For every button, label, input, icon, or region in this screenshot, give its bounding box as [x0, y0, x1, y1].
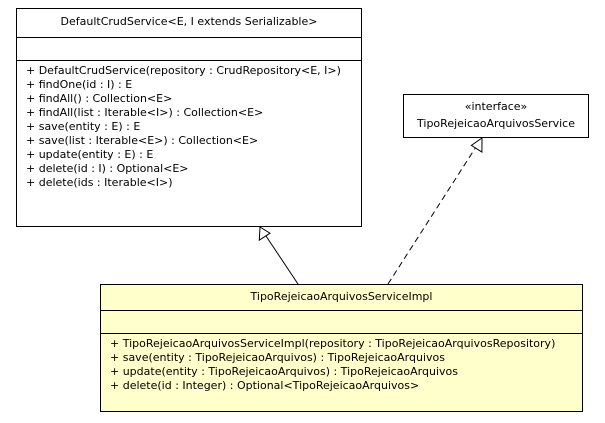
default-crud-service-class: DefaultCrudService<E, I extends Serializ…	[16, 8, 362, 227]
attributes-compartment	[17, 37, 361, 60]
generalization-arrowhead	[258, 226, 271, 242]
tipo-rejeicao-arquivos-service-impl-class: TipoRejeicaoArquivosServiceImpl + TipoRe…	[100, 284, 583, 412]
operation: + findAll() : Collection<E>	[26, 92, 173, 105]
interface-name: TipoRejeicaoArquivosService	[417, 117, 575, 130]
generalization-line	[265, 235, 299, 285]
attributes-compartment	[101, 310, 582, 333]
operations-compartment: + DefaultCrudService(repository : CrudRe…	[17, 60, 361, 190]
operation: + save(entity : TipoRejeicaoArquivos) : …	[110, 351, 445, 364]
operation: + update(entity : TipoRejeicaoArquivos) …	[110, 365, 458, 378]
operation: + save(entity : E) : E	[26, 120, 141, 133]
operations-compartment: + TipoRejeicaoArquivosServiceImpl(reposi…	[101, 333, 582, 393]
operation: + findAll(list : Iterable<I>) : Collecti…	[26, 106, 264, 119]
realization-line	[387, 146, 477, 285]
realization-arrowhead	[470, 137, 483, 154]
operation: + delete(id : I) : Optional<E>	[26, 162, 189, 175]
operation: + findOne(id : I) : E	[26, 78, 133, 91]
operation: + save(list : Iterable<E>) : Collection<…	[26, 134, 259, 147]
operation: + delete(id : Integer) : Optional<TipoRe…	[110, 379, 420, 392]
stereotype-label: «interface»	[464, 100, 528, 113]
operation: + DefaultCrudService(repository : CrudRe…	[26, 64, 341, 77]
operation: + TipoRejeicaoArquivosServiceImpl(reposi…	[110, 337, 556, 350]
operation: + delete(ids : Iterable<I>)	[26, 176, 173, 189]
operation: + update(entity : E) : E	[26, 148, 154, 161]
tipo-rejeicao-arquivos-service-interface: «interface» TipoRejeicaoArquivosService	[403, 94, 589, 138]
class-name: DefaultCrudService<E, I extends Serializ…	[60, 15, 318, 28]
class-name: TipoRejeicaoArquivosServiceImpl	[250, 290, 433, 303]
